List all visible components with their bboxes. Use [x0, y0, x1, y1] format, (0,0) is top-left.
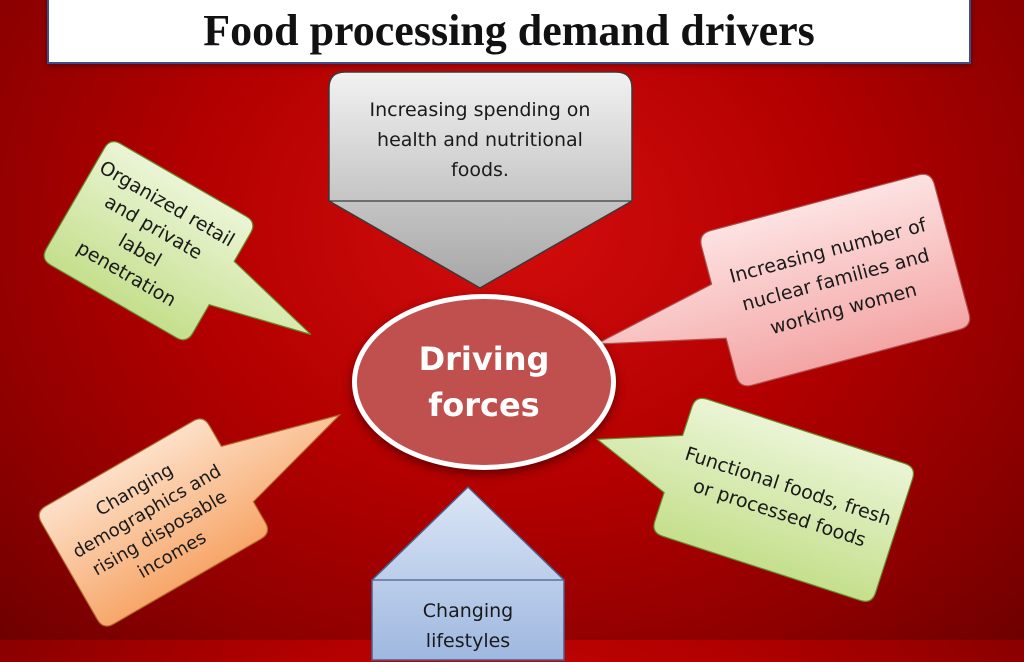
title-bar: Food processing demand drivers [47, 0, 971, 64]
driver-callout-top-shape [328, 71, 633, 289]
center-label: Driving forces [418, 340, 550, 424]
driver-callout-upper-left-shape [43, 141, 312, 341]
center-driving-forces: Driving forces [352, 294, 616, 470]
driver-callout-lower-left-shape [38, 413, 342, 627]
driver-callout-lower-right-shape [595, 397, 915, 602]
driver-label-top: Increasing spending on health and nutrit… [369, 99, 591, 181]
driver-label-bottom: Changing lifestyles [422, 600, 514, 652]
page-title: Food processing demand drivers [203, 5, 815, 55]
driver-callout-upper-right-shape [595, 173, 971, 387]
driver-callout-top [328, 71, 633, 289]
